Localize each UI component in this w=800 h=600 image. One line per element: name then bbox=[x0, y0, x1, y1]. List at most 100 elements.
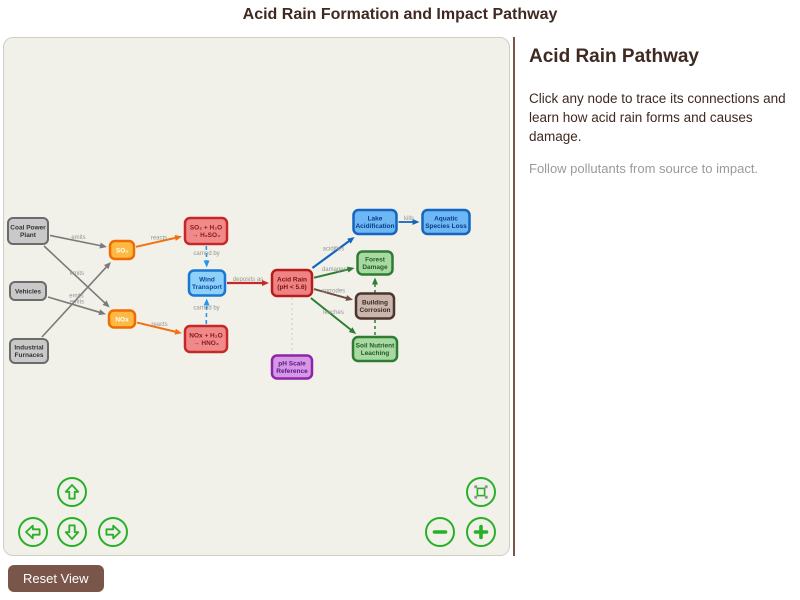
arrowhead bbox=[412, 219, 420, 225]
arrowhead bbox=[203, 260, 210, 268]
edge-vehicles-nox bbox=[47, 296, 102, 314]
arrowhead bbox=[347, 237, 355, 244]
arrowhead bbox=[262, 280, 269, 286]
edge-label: kills bbox=[404, 216, 414, 222]
node-label: Species Loss bbox=[425, 223, 467, 230]
sidebar: Acid Rain Pathway Click any node to trac… bbox=[529, 46, 791, 176]
node-label: pH Scale bbox=[278, 361, 306, 368]
edge-coal-power-plant-so2 bbox=[49, 234, 103, 247]
node-label: (pH < 5.6) bbox=[277, 284, 306, 291]
edge-acid-rain-building-corrosion bbox=[313, 288, 349, 300]
node-label: Wind bbox=[199, 277, 215, 284]
zoom-in-button[interactable] bbox=[466, 517, 496, 547]
diagram-node-acid-rain[interactable]: Acid Rain(pH < 5.6) bbox=[270, 268, 314, 298]
diagram-node-nox-reaction[interactable]: NOx + H₂O→ HNO₃ bbox=[183, 324, 229, 354]
arrowhead bbox=[346, 266, 355, 273]
edge-label: carried by bbox=[193, 251, 219, 257]
edge-acid-rain-soil-nutrient-leaching bbox=[310, 297, 353, 332]
zoom-out-button[interactable] bbox=[425, 517, 455, 547]
edge-acid-rain-lake-acidification bbox=[311, 239, 352, 269]
node-label: NOx bbox=[115, 316, 129, 323]
arrowhead bbox=[104, 262, 111, 270]
node-label: Acid Rain bbox=[277, 277, 307, 284]
node-label: Acidification bbox=[355, 223, 394, 230]
edge-label: damages bbox=[322, 267, 347, 273]
diagram-node-so2-reaction[interactable]: SO₂ + H₂O→ H₂SO₄ bbox=[183, 216, 229, 246]
node-label: SO₂ + H₂O bbox=[190, 225, 222, 232]
edge-label: emits bbox=[69, 294, 83, 300]
arrow-right-icon bbox=[105, 524, 121, 540]
node-label: Transport bbox=[192, 284, 223, 291]
edge-label: emits bbox=[70, 271, 84, 277]
edge-label: deposits as bbox=[233, 277, 263, 283]
arrow-left-icon bbox=[25, 524, 41, 540]
node-layer: Coal PowerPlantVehiclesIndustrialFurnace… bbox=[7, 208, 471, 380]
pan-right-button[interactable] bbox=[98, 517, 128, 547]
node-label: → HNO₃ bbox=[193, 340, 219, 347]
node-label: Soil Nutrient bbox=[356, 343, 395, 350]
pan-up-button[interactable] bbox=[57, 477, 87, 507]
sidebar-title: Acid Rain Pathway bbox=[529, 46, 699, 67]
pan-left-button[interactable] bbox=[18, 517, 48, 547]
edge-label: reacts bbox=[151, 236, 167, 242]
edge-label: emits bbox=[71, 235, 85, 241]
edge-label: leaches bbox=[323, 310, 344, 316]
node-label: SO₂ bbox=[116, 247, 128, 254]
acid-rain-diagram[interactable]: emitsemitsemitsemitsreactsreactscarried … bbox=[4, 38, 509, 555]
node-label: → H₂SO₄ bbox=[192, 232, 220, 239]
node-label: Leaching bbox=[361, 350, 390, 357]
diagram-node-nox[interactable]: NOx bbox=[107, 309, 137, 329]
arrow-up-icon bbox=[64, 484, 80, 500]
plus-icon bbox=[473, 524, 489, 540]
edge-acid-rain-forest-damage bbox=[313, 268, 350, 279]
pan-down-button[interactable] bbox=[57, 517, 87, 547]
sidebar-hint: Follow pollutants from source to impact. bbox=[529, 161, 759, 177]
edge-label: reacts bbox=[151, 322, 167, 328]
arrowhead bbox=[98, 309, 106, 316]
sidebar-description: Click any node to trace its connections … bbox=[529, 91, 786, 145]
arrowhead bbox=[99, 242, 107, 249]
edge-label: acidifies bbox=[323, 247, 345, 253]
node-label: Furnaces bbox=[15, 352, 44, 359]
arrowhead bbox=[345, 295, 353, 301]
diagram-node-vehicles[interactable]: Vehicles bbox=[9, 281, 47, 301]
edge-coal-power-plant-nox bbox=[43, 245, 107, 305]
node-label: Damage bbox=[362, 264, 388, 271]
minus-icon bbox=[432, 530, 448, 534]
edge-label: corrodes bbox=[322, 289, 345, 295]
node-label: Aquatic bbox=[434, 216, 458, 223]
edge-layer: emitsemitsemitsemitsreactsreactscarried … bbox=[41, 216, 420, 354]
diagram-node-so2[interactable]: SO₂ bbox=[108, 239, 136, 261]
edge-so2-so2-reaction bbox=[135, 236, 178, 248]
node-label: Vehicles bbox=[15, 288, 41, 295]
arrowhead bbox=[348, 327, 357, 334]
arrow-down-icon bbox=[64, 524, 80, 540]
fit-view-button[interactable] bbox=[466, 477, 496, 507]
arrowhead bbox=[372, 277, 378, 285]
edge-label: emits bbox=[70, 300, 84, 306]
arrowhead bbox=[174, 328, 182, 335]
node-label: Building bbox=[362, 300, 388, 307]
node-label: Industrial bbox=[14, 345, 43, 352]
edge-industrial-furnaces-so2 bbox=[41, 265, 109, 338]
edge-label: carried by bbox=[193, 305, 219, 311]
node-label: Forest bbox=[365, 257, 386, 264]
node-label: Corrosion bbox=[359, 307, 390, 314]
node-label: Coal Power bbox=[10, 225, 46, 232]
node-label: Lake bbox=[368, 216, 383, 223]
page-title: Acid Rain Formation and Impact Pathway bbox=[242, 6, 558, 23]
fit-view-icon bbox=[474, 485, 488, 499]
node-label: Reference bbox=[276, 368, 308, 375]
reset-view-button[interactable]: Reset View bbox=[8, 565, 104, 592]
arrowhead bbox=[174, 235, 182, 241]
